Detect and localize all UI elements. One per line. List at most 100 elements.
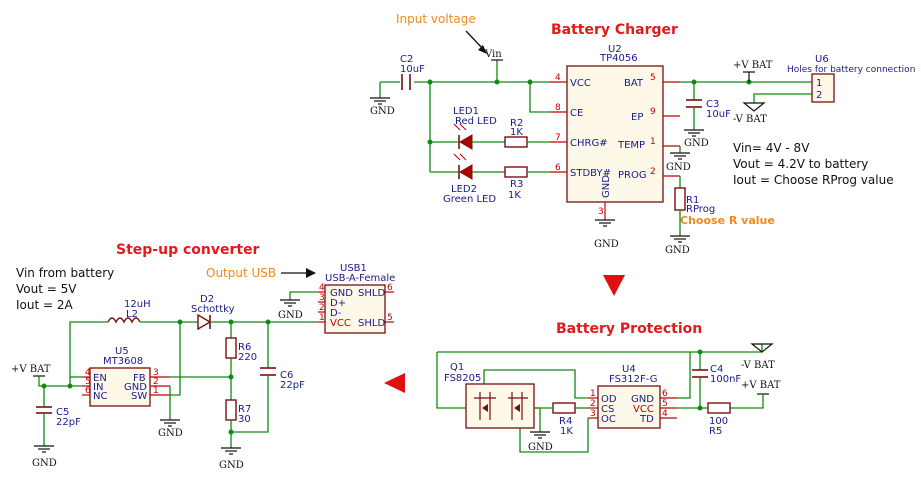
ground-symbol: [530, 431, 550, 439]
q1-fs8205-mosfet: [465, 383, 535, 429]
u4-value: FS312F-G: [609, 374, 658, 385]
r2-value: 1K: [510, 127, 523, 138]
c2-value: 10uF: [400, 64, 425, 75]
u5-pin-num: 1: [153, 386, 159, 396]
u2-ref: U2: [608, 44, 622, 55]
input-voltage-label: Input voltage: [396, 12, 476, 26]
r7-ref: R7: [238, 404, 251, 415]
u2-left-pins: [550, 81, 567, 173]
r3-resistor: [504, 166, 528, 178]
r5-value: 100: [709, 416, 728, 427]
u4-pin-name: TD: [639, 414, 654, 425]
usb1-ref: USB1: [340, 263, 367, 274]
u4-pin-num: 2: [590, 399, 596, 409]
vbat-pos-label: +V BAT: [741, 380, 781, 391]
ground-symbol: [160, 419, 180, 427]
l2-value: 12uH: [124, 299, 151, 310]
u5-mt3608-chip: [89, 367, 151, 407]
charger-note-line: Vin= 4V - 8V: [733, 141, 810, 155]
stepup-title: Step-up converter: [116, 242, 260, 258]
c3-value: 10uF: [706, 109, 731, 120]
usb1-pins: [318, 291, 394, 323]
usb1-pin-num: 6: [387, 283, 393, 293]
u2-pin-num: 5: [650, 73, 656, 83]
u5-pin-name: EN: [93, 373, 107, 384]
u4-gnd-wire: [677, 352, 691, 399]
input-voltage-arrowhead: [478, 45, 487, 54]
flow-arrow-down: [603, 275, 625, 296]
u6-pin: 1: [816, 78, 822, 89]
q1-left-wire: [436, 352, 466, 409]
u5-pin-name: GND: [124, 382, 147, 393]
u4-pin-num: 4: [662, 409, 668, 419]
u2-pin-num: 9: [650, 107, 656, 117]
u4-pin-name: OD: [601, 394, 617, 405]
gnd-label: GND: [665, 245, 690, 256]
c4-value: 100nF: [710, 374, 741, 385]
u5-ref: U5: [115, 346, 129, 357]
u2-pin-num: 6: [555, 163, 561, 173]
u4-pin-num: 5: [662, 399, 668, 409]
usb1-shld-label: SHLD: [358, 318, 385, 329]
u4-pin-name: CS: [601, 404, 614, 415]
u2-right-pins: [604, 81, 680, 220]
gnd-label: GND: [32, 458, 57, 469]
r4-resistor: [552, 402, 576, 414]
u2-pin-name: STDBY#: [570, 168, 611, 179]
gnd-label: GND: [158, 428, 183, 439]
r5-resistor: [707, 402, 731, 414]
gnd-label: GND: [219, 460, 244, 471]
usb1-pin-num: 4: [319, 283, 325, 293]
vbat-pos-label: +V BAT: [11, 364, 51, 375]
r5-right-wire: [730, 394, 764, 409]
junction: [228, 374, 234, 380]
led1-value: Red LED: [455, 116, 497, 127]
u4-pin-name: OC: [601, 414, 616, 425]
c2-ref: C2: [400, 54, 413, 65]
r1-value: RProg: [686, 204, 715, 215]
u6-pin: 2: [816, 90, 822, 101]
stepup-note-line: Vout = 5V: [16, 282, 77, 296]
u6-value: Holes for battery connection: [787, 65, 915, 75]
c6-gnd-wire: [231, 375, 269, 433]
u4-pin-name: GND: [631, 394, 654, 405]
u5-pin-num: 2: [153, 377, 159, 387]
u5-pin-num: 4: [85, 368, 91, 378]
stepup-note-line: Vin from battery: [16, 266, 114, 280]
oc-wire: [519, 418, 589, 453]
vbat-neg-wire: [753, 93, 812, 103]
led2-symbol: [453, 153, 473, 180]
r2-ref: R2: [510, 118, 523, 129]
d2-value: Schottky: [191, 304, 235, 315]
vbat-neg-symbol: [750, 343, 774, 353]
usb1-pin-name: GND: [330, 288, 353, 299]
c4-ref: C4: [710, 364, 723, 375]
r1-ref: R1: [686, 195, 699, 206]
r7-value: 30: [238, 414, 251, 425]
u5-pin-name: FB: [133, 373, 146, 384]
led2-ref: LED2: [451, 184, 477, 195]
gnd-label: GND: [278, 310, 303, 321]
c6-ref: C6: [280, 370, 293, 381]
od-wire: [483, 369, 588, 399]
ground-symbol: [34, 445, 54, 453]
u2-value: TP4056: [599, 53, 638, 64]
u5-pin-name: IN: [93, 382, 103, 393]
r5-ref: R5: [709, 426, 722, 437]
ce-wire: [529, 82, 550, 113]
r2-resistor: [504, 136, 528, 148]
q1-value: FS8205: [444, 373, 481, 384]
r6-value: 220: [238, 352, 257, 363]
l2-ref: L2: [126, 309, 138, 320]
u6-ref: U6: [815, 54, 829, 65]
u6-battery-connector: [811, 73, 835, 103]
ground-symbol: [670, 152, 690, 160]
vbat-neg-label: -V BAT: [733, 114, 767, 125]
u4-pin-name: VCC: [633, 404, 654, 415]
usb1-pin-num: 2: [319, 303, 325, 313]
usb1-connector: [324, 284, 386, 334]
u2-pin-num: 2: [650, 167, 656, 177]
d2-ref: D2: [200, 294, 214, 305]
mosfet-symbol: [474, 392, 528, 420]
